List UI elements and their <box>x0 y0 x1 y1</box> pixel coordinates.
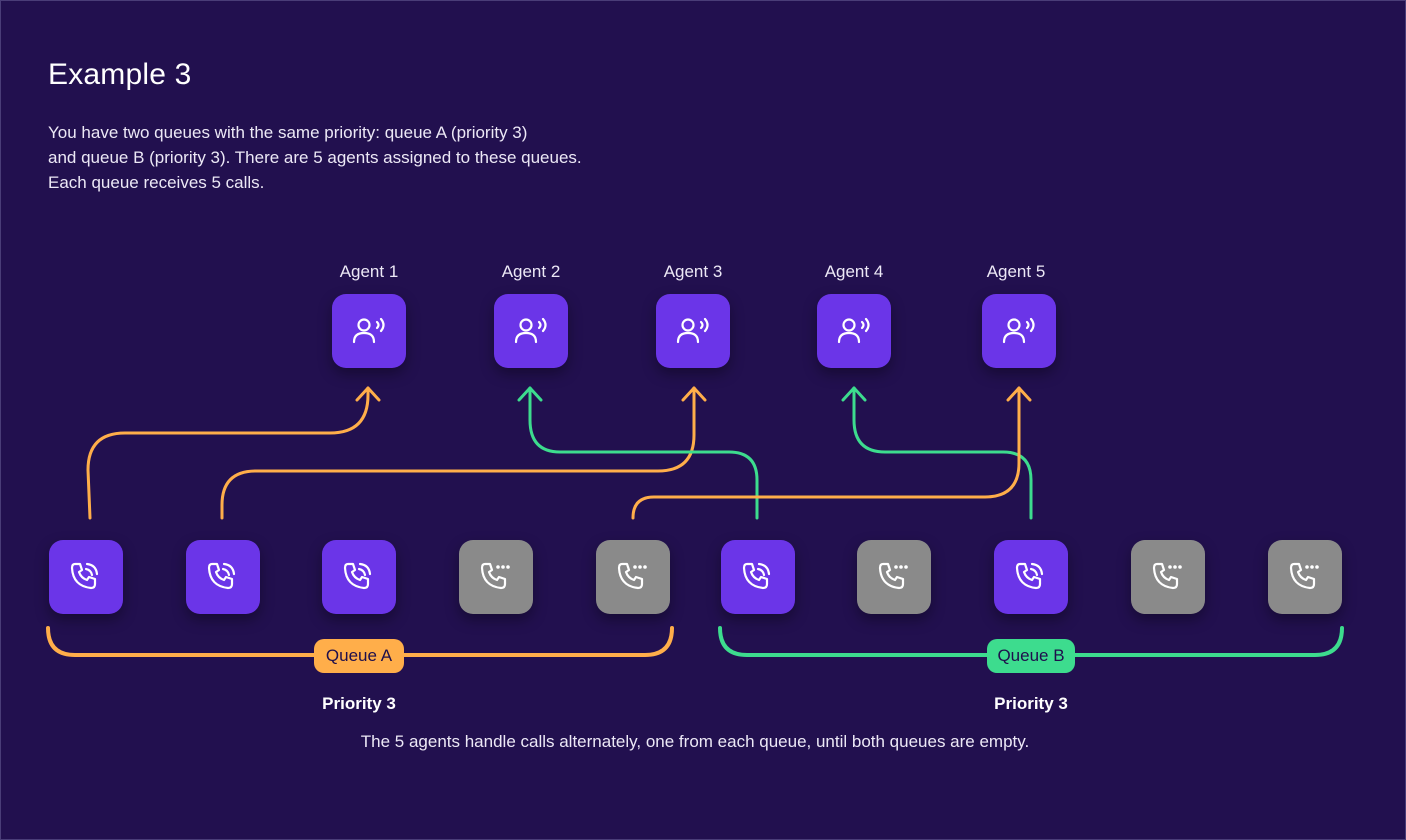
agent-5-tile <box>982 294 1056 368</box>
phone-ringing-icon <box>343 562 372 590</box>
phone-ringing-icon <box>742 562 771 590</box>
description: You have two queues with the same priori… <box>48 120 582 195</box>
call-tile <box>459 540 533 614</box>
route-a1-agent1 <box>86 386 370 520</box>
call-tile <box>186 540 260 614</box>
arrowhead <box>681 386 707 402</box>
arrowhead <box>1006 386 1032 402</box>
agent-2-label: Agent 2 <box>501 262 561 281</box>
agent-2-tile <box>494 294 568 368</box>
queue-a-badge: Queue A <box>314 639 404 673</box>
page-title: Example 3 <box>48 58 192 91</box>
agent-4-label: Agent 4 <box>824 262 884 281</box>
agent-1-label: Agent 1 <box>339 262 399 281</box>
call-tile <box>721 540 795 614</box>
phone-waiting-icon <box>480 562 510 590</box>
call-tile <box>1268 540 1342 614</box>
phone-ringing-icon <box>70 562 99 590</box>
agent-3-tile <box>656 294 730 368</box>
agent-headset-icon <box>352 317 385 344</box>
arrowhead <box>355 386 381 402</box>
phone-waiting-icon <box>1152 562 1182 590</box>
agent-5-label: Agent 5 <box>986 262 1046 281</box>
agent-3-label: Agent 3 <box>663 262 723 281</box>
description-line: Each queue receives 5 calls. <box>48 173 265 192</box>
agent-headset-icon <box>514 317 547 344</box>
description-line: You have two queues with the same priori… <box>48 123 528 142</box>
route-a2-agent3 <box>220 386 696 520</box>
call-tile <box>994 540 1068 614</box>
agent-4-tile <box>817 294 891 368</box>
agent-headset-icon <box>1002 317 1035 344</box>
arrowhead <box>841 386 867 402</box>
agent-headset-icon <box>676 317 709 344</box>
phone-ringing-icon <box>1015 562 1044 590</box>
arrowhead <box>517 386 543 402</box>
call-tile <box>322 540 396 614</box>
agent-headset-icon <box>837 317 870 344</box>
route-a5-agent5 <box>631 386 1021 520</box>
call-tile <box>49 540 123 614</box>
phone-waiting-icon <box>617 562 647 590</box>
route-b3-agent4 <box>852 386 1033 520</box>
agent-1-tile <box>332 294 406 368</box>
description-line: and queue B (priority 3). There are 5 ag… <box>48 148 582 167</box>
call-tile <box>596 540 670 614</box>
phone-waiting-icon <box>878 562 908 590</box>
queue-b-priority: Priority 3 <box>994 694 1068 713</box>
phone-waiting-icon <box>1289 562 1319 590</box>
phone-ringing-icon <box>207 562 236 590</box>
queue-a-priority: Priority 3 <box>322 694 396 713</box>
queue-b-badge: Queue B <box>987 639 1075 673</box>
call-tile <box>857 540 931 614</box>
route-b1-agent2 <box>528 386 759 520</box>
footer-note: The 5 agents handle calls alternately, o… <box>360 732 1030 751</box>
call-tile <box>1131 540 1205 614</box>
